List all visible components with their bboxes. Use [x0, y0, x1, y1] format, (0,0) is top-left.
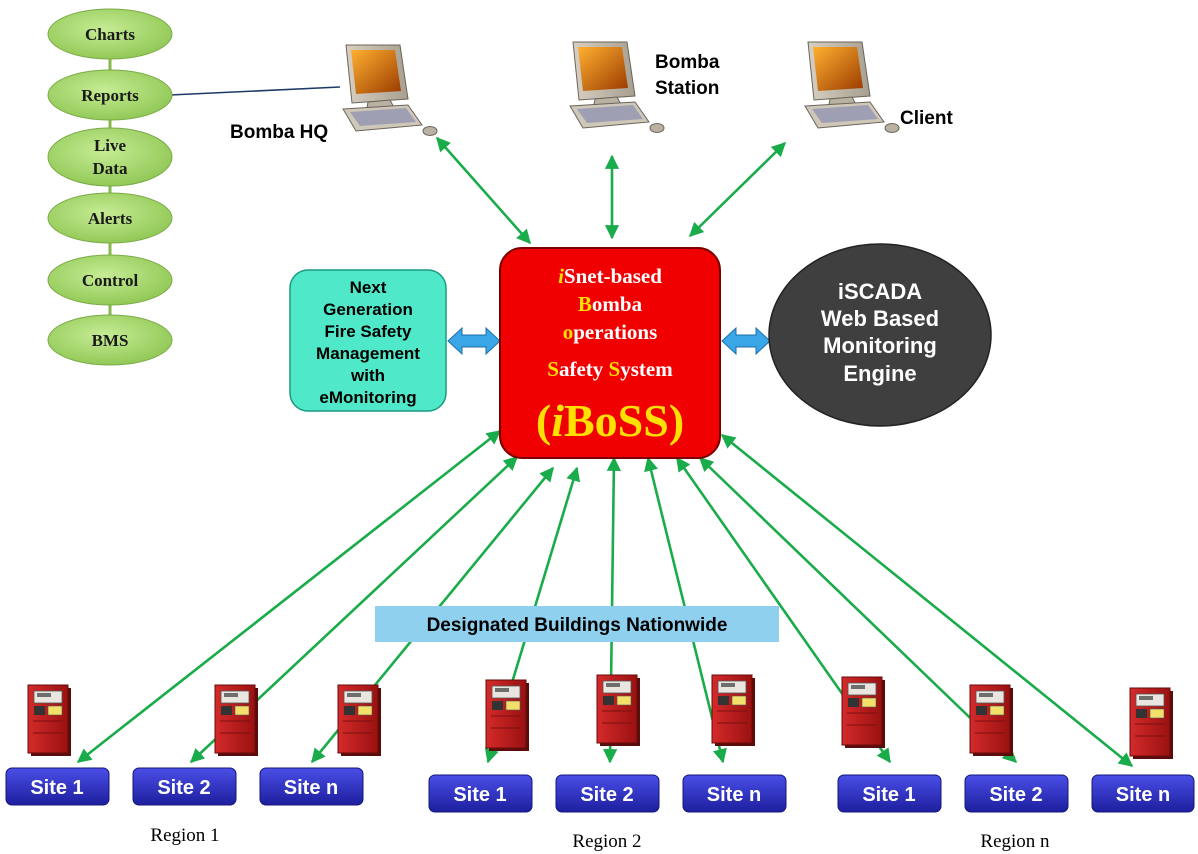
fire-safety-management-box: Next Generation Fire Safety Management w…	[289, 269, 447, 412]
site-button[interactable]: Site 2	[555, 774, 660, 813]
computer-icon	[569, 41, 665, 133]
region-label: Region 2	[572, 831, 641, 852]
box-line: with	[350, 366, 385, 385]
computer-icon	[804, 41, 900, 133]
site-label: Site n	[284, 777, 338, 799]
site-button[interactable]: Site 2	[964, 774, 1069, 813]
iboss-line-4: Safety System	[547, 357, 673, 381]
banner-label: Designated Buildings Nationwide	[427, 615, 728, 636]
iboss-line-1: iSnet-based	[558, 264, 662, 288]
box-line: eMonitoring	[319, 388, 416, 407]
fire-panel-icon	[1129, 687, 1174, 760]
site-button[interactable]: Site 1	[837, 774, 942, 813]
engine-line: Monitoring	[823, 333, 937, 358]
fire-panel-icon	[711, 674, 756, 747]
link-arrow-1	[436, 136, 531, 245]
menu-item-label: Live	[94, 136, 127, 155]
engine-line: Web Based	[821, 306, 939, 331]
site-button[interactable]: Site n	[1091, 774, 1195, 813]
fire-panel-icon	[337, 684, 382, 757]
fire-panel-icon	[969, 684, 1014, 757]
site-button[interactable]: Site 2	[132, 767, 237, 806]
computer-icon	[342, 44, 438, 136]
menu-item-label: Control	[82, 271, 139, 290]
site-label: Site n	[1116, 784, 1170, 806]
link-arrow-12	[720, 433, 1134, 768]
engine-line: iSCADA	[838, 279, 922, 304]
iboss-line-2: Bomba	[578, 292, 643, 316]
site-button[interactable]: Site n	[682, 774, 787, 813]
menu-item-control[interactable]: Control	[47, 254, 173, 306]
site-button[interactable]: Site 1	[428, 774, 533, 813]
computer-label: Bomba HQ	[230, 122, 328, 143]
box-line: Next	[350, 278, 387, 297]
fire-panel-icon	[214, 684, 259, 757]
site-label: Site 1	[30, 777, 83, 799]
fire-panel-icon	[841, 676, 886, 749]
site-label: Site 1	[862, 784, 915, 806]
menu-item-reports[interactable]: Reports	[47, 69, 173, 121]
function-menu: Charts Reports Live Data Alerts Control …	[47, 8, 173, 366]
menu-item-live-data[interactable]: Live Data	[47, 127, 173, 187]
box-line: Fire Safety	[325, 322, 412, 341]
menu-item-alerts[interactable]: Alerts	[47, 192, 173, 244]
fire-panel-icon	[27, 684, 72, 757]
computer-label: Client	[900, 108, 953, 129]
bidirectional-arrow-right	[721, 326, 771, 356]
computer-label: Station	[655, 78, 719, 99]
region-n: Site 1 Site 2 Site n Region n	[837, 676, 1195, 852]
bidirectional-arrow-left	[447, 326, 501, 356]
box-line: Management	[316, 344, 420, 363]
region-label: Region n	[980, 831, 1050, 852]
iboss-acronym: (iBoSS)	[536, 395, 684, 446]
computer-bomba-hq[interactable]: Bomba HQ	[230, 44, 438, 143]
region-1: Site 1 Site 2 Site n Region 1	[5, 684, 382, 846]
computer-label: Bomba	[655, 52, 720, 73]
site-label: Site 1	[453, 784, 506, 806]
computer-bomba-station[interactable]: Bomba Station	[569, 41, 720, 133]
region-2: Site 1 Site 2 Site n Region 2	[428, 674, 787, 852]
site-button[interactable]: Site n	[259, 767, 364, 806]
menu-item-bms[interactable]: BMS	[47, 314, 173, 366]
site-label: Site 2	[157, 777, 210, 799]
menu-connector-line	[169, 86, 341, 96]
menu-item-label: Charts	[85, 25, 135, 44]
menu-item-charts[interactable]: Charts	[47, 8, 173, 60]
link-arrow-4	[76, 429, 502, 764]
site-label: Site 2	[580, 784, 633, 806]
fire-panel-icon	[485, 679, 530, 752]
site-label: Site 2	[989, 784, 1042, 806]
site-label: Site n	[707, 784, 761, 806]
iscada-engine: iSCADA Web Based Monitoring Engine	[768, 243, 992, 427]
link-arrow-3	[688, 141, 787, 238]
menu-item-label: Alerts	[88, 209, 133, 228]
engine-line: Engine	[843, 361, 916, 386]
fire-panel-icon	[596, 674, 641, 747]
menu-item-label: Reports	[81, 86, 139, 105]
menu-item-label: Data	[93, 159, 128, 178]
region-label: Region 1	[150, 825, 219, 846]
computer-client[interactable]: Client	[804, 41, 953, 133]
iboss-core-box: iSnet-based Bomba operations Safety Syst…	[499, 247, 721, 459]
site-button[interactable]: Site 1	[5, 767, 110, 806]
designated-buildings-banner: Designated Buildings Nationwide	[375, 606, 779, 642]
box-line: Generation	[323, 300, 413, 319]
iboss-line-3: operations	[563, 320, 658, 344]
menu-item-label: BMS	[92, 331, 129, 350]
